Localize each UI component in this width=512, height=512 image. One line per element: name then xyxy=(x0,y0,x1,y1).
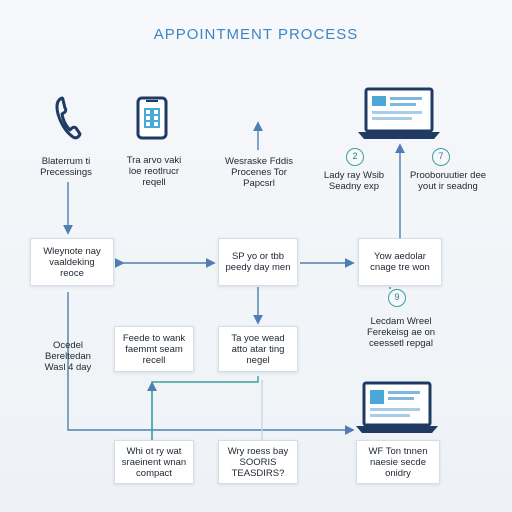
lower-left-box: Feede to wank faemmt seam recell xyxy=(114,326,194,372)
tablet-step-box: Tra arvo vaki loe reotlrucr reqell xyxy=(126,154,182,188)
step-badge-1: 2 xyxy=(346,148,364,166)
lower-center-box: Ta yoe wead atto atar ting negel xyxy=(218,326,298,372)
step-badge-2: 7 xyxy=(432,148,450,166)
right-top-label: Lady ray Wsib Seadny exp xyxy=(323,170,385,192)
bottom-right-box: WF Ton tnnen naesie secde onidry xyxy=(356,440,440,484)
bottom-center-box: Wry roess bay SOORIS TEASDIRS? xyxy=(218,440,298,484)
bottom-left-box: Whi ot ry wat sraeinent wnan compact xyxy=(114,440,194,484)
phone-icon xyxy=(55,96,82,140)
diagram-title: APPOINTMENT PROCESS xyxy=(153,26,359,43)
center-top-label: Wesraske Fddis Procenes Tor Papcsrl xyxy=(225,156,293,189)
lower-side-left-label: Ocedel Bereltedan Wasl 4 day xyxy=(44,340,92,373)
middle-left-box: Wleynote nay vaaldeking reoce xyxy=(30,238,114,286)
far-right-top-label: Prooboruutier dee yout ir seadng xyxy=(409,170,487,192)
laptop-icon-top xyxy=(358,87,440,139)
middle-center-box: SP yo or tbb peedy day men xyxy=(218,238,298,286)
connector-left-to-bottom-laptop xyxy=(67,292,355,435)
step-badge-3: 9 xyxy=(388,289,406,307)
phone-step-label: Blaterrum ti Precessings xyxy=(40,156,92,178)
middle-right-box: Yow aedolar cnage tre won xyxy=(358,238,442,286)
lower-right-label: Lecdam Wreel Ferekeisg ae on ceessetl re… xyxy=(366,316,436,349)
laptop-icon-bottom xyxy=(356,381,438,433)
tablet-icon xyxy=(136,96,168,140)
